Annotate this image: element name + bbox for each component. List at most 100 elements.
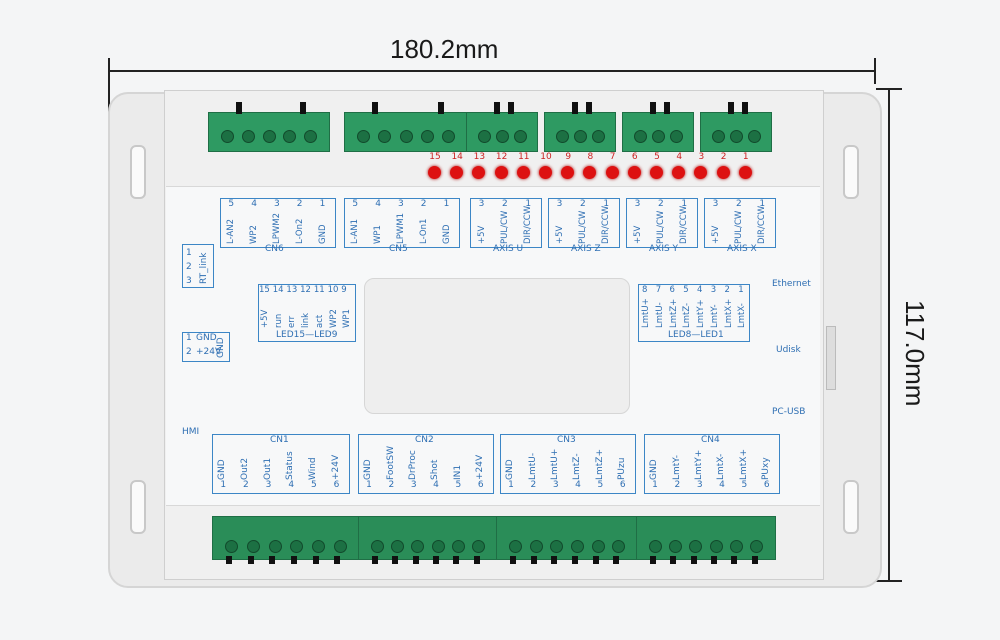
pin-number: 1 xyxy=(366,480,372,490)
pin-label: L-AN2 xyxy=(226,218,237,244)
height-dimension-line xyxy=(888,90,890,580)
led-number: 9 xyxy=(565,152,572,162)
connector-box xyxy=(358,434,494,494)
pin-label: PUxy xyxy=(760,457,771,480)
pin-label: L-On1 xyxy=(418,218,429,244)
pin-label: LmtZ+ xyxy=(594,448,605,480)
connector-name: AXIS Z xyxy=(571,244,601,254)
led-pin-label: LmtZ- xyxy=(682,302,693,328)
terminal-pin xyxy=(709,540,723,553)
width-tick-right xyxy=(874,58,876,84)
terminal-peg xyxy=(530,556,537,564)
terminal-pin xyxy=(750,540,764,553)
terminal-pin xyxy=(357,130,371,143)
pin-number: 5 xyxy=(741,480,748,490)
terminal-pin xyxy=(612,540,626,553)
led-pin-number: 10 xyxy=(327,285,339,295)
pin-label: GND xyxy=(649,459,660,480)
pin-number: 1 xyxy=(525,199,532,209)
terminal-pin xyxy=(550,540,564,553)
pin-label: GND xyxy=(441,224,452,245)
terminal-pin xyxy=(591,540,605,553)
led-pin-label: LmtX+ xyxy=(723,298,734,328)
usb-port[interactable] xyxy=(826,326,836,390)
led-pin-number: 9 xyxy=(341,285,347,295)
pin-label: WP2 xyxy=(249,225,260,244)
pin-number: 3 xyxy=(552,480,559,490)
pin-number: 3 xyxy=(634,199,641,209)
pin-number: 5 xyxy=(228,199,235,209)
terminal-peg xyxy=(392,556,399,564)
pin-label: LmtY+ xyxy=(693,449,704,480)
terminal-peg xyxy=(226,556,232,564)
pin-label: +5V xyxy=(710,225,721,244)
led-pin-number: 13 xyxy=(286,285,298,295)
pin-number: 3 xyxy=(712,199,719,209)
pin-label: L-On2 xyxy=(294,218,305,244)
pin-number: 2 xyxy=(420,199,427,209)
led-pin-label: err xyxy=(287,315,298,328)
terminal-peg xyxy=(269,556,276,564)
power-pin-number: 1 xyxy=(186,333,192,343)
led-number: 13 xyxy=(473,152,486,162)
terminal-pin xyxy=(452,540,465,553)
terminal-peg xyxy=(751,556,758,564)
connector-box xyxy=(212,434,350,494)
terminal-peg xyxy=(586,102,592,114)
pin-number: 4 xyxy=(288,480,295,490)
terminal-peg xyxy=(312,556,319,564)
pin-label: LmtX+ xyxy=(738,448,749,480)
terminal-peg xyxy=(372,556,378,564)
led-pin-label: LmtY- xyxy=(709,304,720,328)
pin-label: DIR/CCW xyxy=(757,205,768,244)
mount-slot xyxy=(843,480,859,534)
connector-box xyxy=(644,434,780,494)
pin-label: LPWM2 xyxy=(272,212,282,244)
pin-label: FootSW xyxy=(385,445,396,480)
connector-name: CN4 xyxy=(701,435,720,445)
led-number: 5 xyxy=(654,152,660,162)
pin-number: 1 xyxy=(759,199,766,209)
led-number: 2 xyxy=(720,152,727,162)
pin-label: Out2 xyxy=(240,457,250,480)
led-pin-number: 6 xyxy=(669,285,675,295)
connector-name: AXIS X xyxy=(727,244,757,254)
terminal-pin xyxy=(513,130,527,143)
connector-box xyxy=(220,198,336,248)
terminal-pin xyxy=(747,130,761,143)
connector-box xyxy=(500,434,636,494)
terminal-pin xyxy=(241,130,255,143)
pin-label: LmtY- xyxy=(671,455,682,480)
pin-label: Shot xyxy=(430,459,441,480)
pin-number: 5 xyxy=(455,480,462,490)
terminal-pin xyxy=(378,130,392,143)
bottom-terminal-block xyxy=(496,516,638,560)
terminal-peg xyxy=(433,556,439,564)
terminal-pin xyxy=(411,540,425,553)
terminal-pin xyxy=(529,540,543,553)
connector-name: CN3 xyxy=(557,435,576,445)
pc-usb-label: PC-USB xyxy=(772,407,806,417)
pin-number: 2 xyxy=(388,480,395,490)
height-tick-top xyxy=(876,88,902,90)
terminal-peg xyxy=(236,102,242,114)
led-pin-label: link xyxy=(301,312,312,328)
pin-number: 3 xyxy=(696,480,703,490)
rtlink-box xyxy=(182,244,214,288)
led-pin-number: 4 xyxy=(697,285,703,295)
led-left-box xyxy=(258,284,356,342)
pin-label: IN1 xyxy=(452,464,463,480)
pin-number: 3 xyxy=(274,199,280,209)
terminal-pin xyxy=(591,130,605,143)
led-right-box xyxy=(638,284,750,342)
connector-name: CN6 xyxy=(265,244,284,254)
bottom-terminal-block xyxy=(636,516,776,560)
pin-number: 5 xyxy=(597,480,604,490)
terminal-peg xyxy=(508,102,514,114)
terminal-peg xyxy=(742,102,748,114)
pin-label: DIR/CCW xyxy=(601,205,612,244)
terminal-peg xyxy=(247,556,254,564)
status-led xyxy=(738,166,752,179)
status-led xyxy=(605,166,619,179)
terminal-peg xyxy=(650,556,656,564)
